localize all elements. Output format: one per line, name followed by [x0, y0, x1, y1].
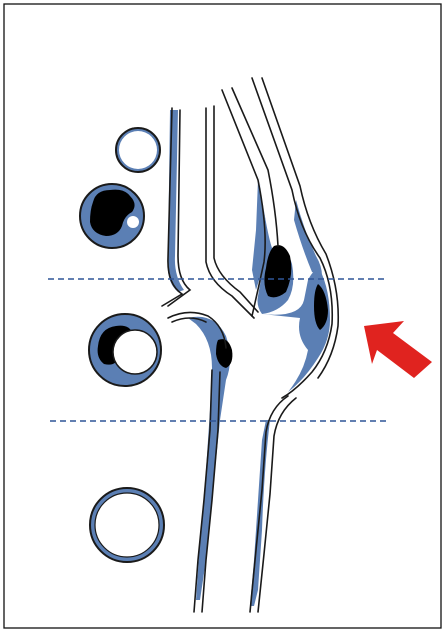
figure-frame	[4, 4, 441, 628]
cross-section-middle-plaque	[89, 314, 161, 386]
red-arrow-icon	[364, 321, 432, 378]
cross-section-normal-top	[116, 128, 160, 172]
cross-section-upper-plaque	[80, 184, 144, 248]
cross-section-normal-bottom	[90, 488, 164, 562]
plaque-deposits	[168, 110, 330, 606]
